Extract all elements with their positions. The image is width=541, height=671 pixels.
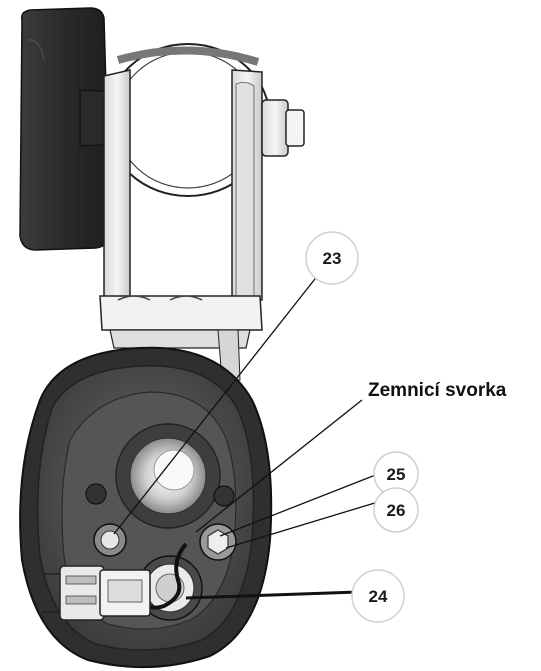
leader-26 [225,501,379,549]
central-bore [115,423,221,529]
label-ground-clamp: Zemnicí svorka [368,380,507,401]
svg-text:23: 23 [323,249,342,268]
callout-26: 26 [373,487,419,533]
pivot-bolt [261,99,305,157]
svg-text:26: 26 [387,501,406,520]
leader-lines [113,269,379,600]
part-25-26-nut [199,523,237,561]
callout-25: 25 [373,451,419,497]
bracket-plates [99,69,263,381]
svg-text:24: 24 [369,587,388,606]
leader-24 [185,590,359,600]
callout-24: 24 [351,569,405,623]
part-23-screw [93,523,127,557]
leader-23 [113,269,323,535]
leader-ground-clamp [195,399,363,533]
connector-plug [42,565,151,621]
svg-text:25: 25 [387,465,406,484]
ring-clamp [105,43,271,197]
mounting-screws [85,483,235,507]
callout-23: 23 [305,231,359,285]
leader-25 [219,473,379,537]
